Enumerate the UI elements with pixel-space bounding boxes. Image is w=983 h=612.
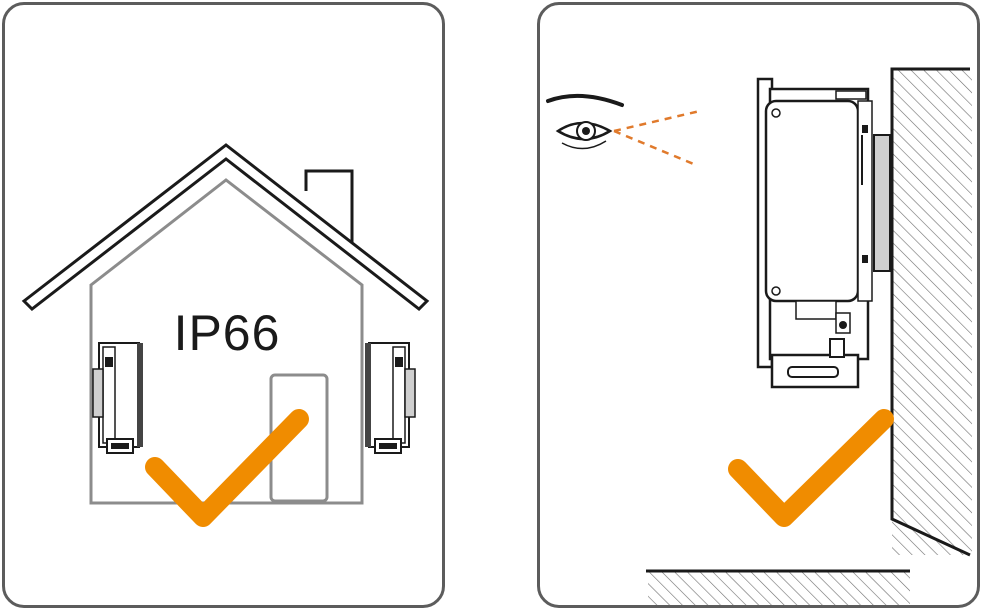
sight-line bbox=[613, 109, 701, 167]
ground-icon bbox=[646, 569, 910, 605]
eye-icon bbox=[546, 93, 624, 150]
wall-icon bbox=[890, 67, 972, 557]
ip-rating-label: IP66 bbox=[174, 305, 281, 361]
installation-panel-right bbox=[537, 2, 980, 608]
house-roof bbox=[21, 143, 430, 311]
bracket-icon bbox=[770, 338, 860, 389]
checkmark-icon bbox=[728, 409, 894, 527]
house-illustration: IP66 bbox=[21, 143, 430, 527]
chimney-icon bbox=[304, 169, 354, 243]
inverter-icon bbox=[756, 77, 891, 369]
checkmark-icon bbox=[145, 409, 309, 527]
installation-panel-left: IP66 bbox=[2, 2, 445, 608]
inverter-icon bbox=[92, 342, 143, 454]
inverter-icon bbox=[365, 342, 416, 454]
wall-mount-illustration bbox=[546, 67, 972, 605]
